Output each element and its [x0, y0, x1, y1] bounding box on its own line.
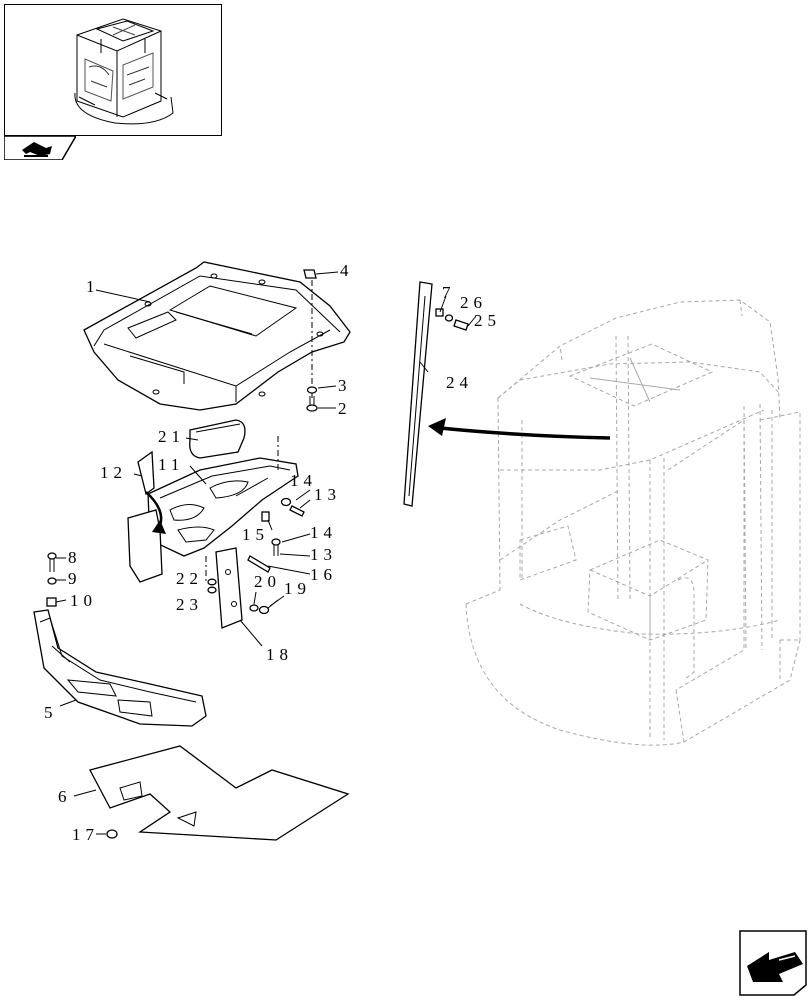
label-part-16: 16 [310, 565, 337, 584]
label-part-23: 23 [176, 595, 203, 614]
armrest-pad-21 [189, 419, 246, 459]
console-11 [147, 457, 299, 557]
clip-15 [261, 511, 270, 522]
screw-8 [47, 552, 57, 572]
label-part-15: 15 [242, 525, 269, 544]
side-trim-12 [127, 450, 163, 583]
screw-7 [435, 295, 447, 317]
next-page-arrow-icon [739, 930, 807, 996]
label-part-18: 18 [266, 645, 293, 664]
label-part-2: 2 [338, 399, 352, 418]
label-part-4: 4 [340, 261, 354, 280]
label-part-13: 13 [314, 485, 341, 504]
seal-strip-24 [403, 281, 433, 507]
label-part-1: 1 [86, 277, 100, 296]
bolt-25 [453, 315, 477, 331]
bolt-13 [271, 538, 281, 556]
label-part-26: 26 [460, 293, 487, 312]
label-part-11: 11 [158, 455, 184, 474]
label-part-17: 17 [72, 825, 99, 844]
thumbnail-tab[interactable] [3, 135, 78, 161]
label-part-6: 6 [58, 787, 72, 806]
label-part-7: 7 [442, 283, 456, 302]
label-part-14: 14 [310, 523, 337, 542]
roof-panel-1 [83, 261, 351, 411]
floor-mat-6 [89, 745, 350, 841]
label-part-5: 5 [44, 703, 58, 722]
bolt-19 [258, 599, 279, 615]
label-part-10: 10 [70, 591, 97, 610]
label-part-24: 24 [446, 373, 473, 392]
leader-lines [55, 271, 429, 835]
label-part-13: 13 [310, 545, 337, 564]
clip-4 [303, 269, 317, 279]
label-part-21: 21 [158, 427, 185, 446]
label-part-20: 20 [254, 572, 281, 591]
next-page-button[interactable] [739, 930, 807, 996]
label-part-22: 22 [176, 569, 203, 588]
label-part-9: 9 [68, 569, 82, 588]
washer-3 [306, 386, 318, 394]
bracket-18 [215, 547, 243, 629]
washer-23 [207, 586, 217, 594]
label-part-3: 3 [338, 376, 352, 395]
arrowhead-icon [428, 418, 446, 436]
washer-22 [207, 578, 217, 586]
washer-20 [249, 604, 259, 612]
overview-thumbnail [4, 4, 222, 136]
washer-9 [47, 577, 57, 585]
washer-26 [444, 314, 454, 322]
label-part-14: 14 [290, 471, 317, 490]
front-trim-5 [33, 609, 207, 727]
label-part-19: 19 [284, 579, 311, 598]
nut-10 [46, 597, 57, 607]
bolt-14 [280, 497, 305, 517]
screw-2 [306, 396, 318, 412]
cab-frame-outline [465, 299, 801, 746]
pin-16 [247, 555, 271, 573]
label-part-12: 12 [100, 463, 127, 482]
curved-arrow-icon [439, 426, 611, 440]
label-part-8: 8 [68, 548, 82, 567]
plug-17 [106, 829, 118, 839]
label-part-25: 25 [474, 311, 501, 330]
arrowhead-icon [152, 520, 166, 534]
cab-thumbnail-icon [74, 18, 174, 125]
